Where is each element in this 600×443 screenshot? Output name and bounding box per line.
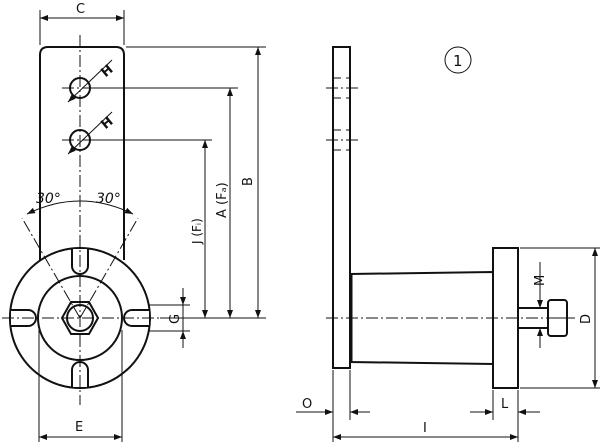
dim-I: I — [423, 421, 427, 436]
angle-left-label: 30° — [36, 191, 61, 207]
dim-L: L — [501, 397, 509, 412]
mounting-plate — [332, 46, 351, 369]
dim-H-lower: H — [98, 114, 116, 132]
dim-O: O — [302, 397, 312, 412]
side-view: 1 M D O L I — [296, 46, 600, 442]
dim-C: C — [76, 2, 85, 17]
dim-G: G — [168, 314, 183, 324]
angle-right-label: 30° — [96, 191, 121, 207]
dim-B: B — [241, 177, 256, 186]
dim-E: E — [75, 420, 83, 435]
dim-D: D — [579, 314, 594, 324]
front-view: 30° 30° H H C B A (Fₐ) J (Fᵢ) G E — [2, 2, 266, 442]
mounting-arm — [39, 46, 125, 260]
view-number: 1 — [453, 52, 463, 70]
view-number-circle — [444, 46, 472, 74]
dim-M: M — [533, 275, 548, 286]
dim-A: A (Fₐ) — [215, 182, 230, 218]
dim-H-upper: H — [98, 62, 116, 80]
dim-J: J (Fᵢ) — [190, 218, 204, 245]
